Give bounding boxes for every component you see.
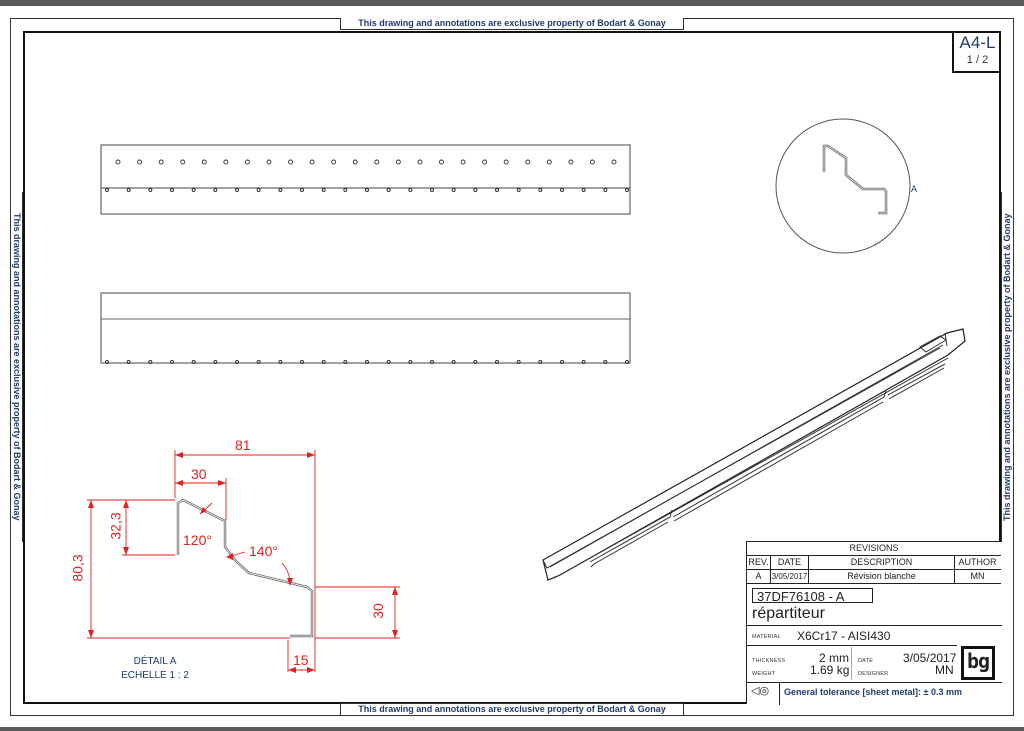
- dim-top-flange-height: 32,3: [107, 512, 124, 540]
- thickness-value: 2 mm: [819, 651, 849, 665]
- isometric-view[interactable]: [542, 328, 966, 581]
- dim-angle-120: 120°: [183, 532, 212, 548]
- divider: [779, 682, 780, 705]
- weight-value: 1.69 kg: [810, 663, 850, 677]
- part-name: répartiteur: [752, 605, 825, 622]
- sheet-page: 1 / 2: [966, 54, 989, 66]
- date-label: DATE: [858, 658, 874, 664]
- detail-callout-circle[interactable]: [775, 118, 911, 254]
- divider: [851, 647, 852, 680]
- projection-symbol-icon: ◁◎: [751, 685, 770, 697]
- rev-cell-author: MN: [970, 571, 985, 581]
- front-view[interactable]: [100, 292, 631, 364]
- divider: [747, 625, 1002, 626]
- property-notice-top: This drawing and annotations are exclusi…: [340, 18, 684, 30]
- dim-return-lip: 15: [293, 652, 309, 668]
- company-logo: bg: [961, 646, 995, 680]
- designer-value: MN: [935, 663, 954, 677]
- detail-callout-label: A: [911, 184, 918, 194]
- dim-bottom-flange-height: 30: [369, 603, 386, 619]
- general-tolerance: General tolerance [sheet metal]: ± 0.3 m…: [784, 687, 963, 697]
- revisions-title: REVISIONS: [747, 542, 1001, 556]
- sheet-size: A4-L: [959, 33, 996, 52]
- dim-overall-height: 80,3: [69, 554, 86, 582]
- revisions-header-row: REV. DATE DESCRIPTION AUTHOR: [747, 556, 1001, 570]
- rev-header-date: DATE: [771, 556, 809, 569]
- property-notice-left: This drawing and annotations are exclusi…: [10, 192, 23, 542]
- dim-top-width: 30: [191, 466, 207, 482]
- detail-a-profile[interactable]: [176, 498, 314, 638]
- material-label: MATERIAL: [752, 634, 781, 640]
- dim-overall-width: 81: [235, 437, 251, 453]
- window-top-bar: [0, 0, 1024, 6]
- detail-scale: ECHELLE 1 : 2: [121, 670, 189, 681]
- property-notice-bottom: This drawing and annotations are exclusi…: [340, 703, 684, 715]
- divider: [747, 645, 957, 646]
- sheet-format-box: A4-L 1 / 2: [952, 31, 1001, 73]
- table-row: A 3/05/2017 Révision blanche MN: [747, 570, 1001, 584]
- material-value: X6Cr17 - AISI430: [797, 629, 891, 643]
- designer-label: DESIGNER: [858, 671, 889, 677]
- document-id: 37DF76108 - A: [752, 588, 873, 604]
- weight-label: WEIGHT: [752, 671, 776, 677]
- top-view[interactable]: [100, 144, 631, 215]
- top-view-holes: [115, 159, 617, 165]
- title-block: REVISIONS REV. DATE DESCRIPTION AUTHOR A…: [746, 541, 1002, 705]
- detail-caption: DÉTAIL A ECHELLE 1 : 2: [95, 655, 215, 683]
- rev-cell-date: 3/05/2017: [771, 570, 809, 583]
- thickness-label: THICKNESS: [752, 658, 786, 664]
- rev-header-author: AUTHOR: [958, 557, 997, 567]
- rev-header-rev: REV.: [747, 556, 771, 569]
- date-value: 3/05/2017: [903, 651, 957, 665]
- top-view-notches: [105, 188, 629, 192]
- rev-cell-description: Révision blanche: [809, 570, 955, 583]
- window-bottom-bar: [0, 727, 1024, 731]
- divider: [747, 682, 1002, 683]
- front-view-notches: [105, 360, 629, 364]
- detail-title: DÉTAIL A: [133, 656, 177, 667]
- dim-angle-140: 140°: [249, 543, 278, 559]
- rev-header-description: DESCRIPTION: [809, 556, 955, 569]
- rev-cell-rev: A: [747, 570, 771, 583]
- detail-a-dimension-lines: [87, 450, 400, 673]
